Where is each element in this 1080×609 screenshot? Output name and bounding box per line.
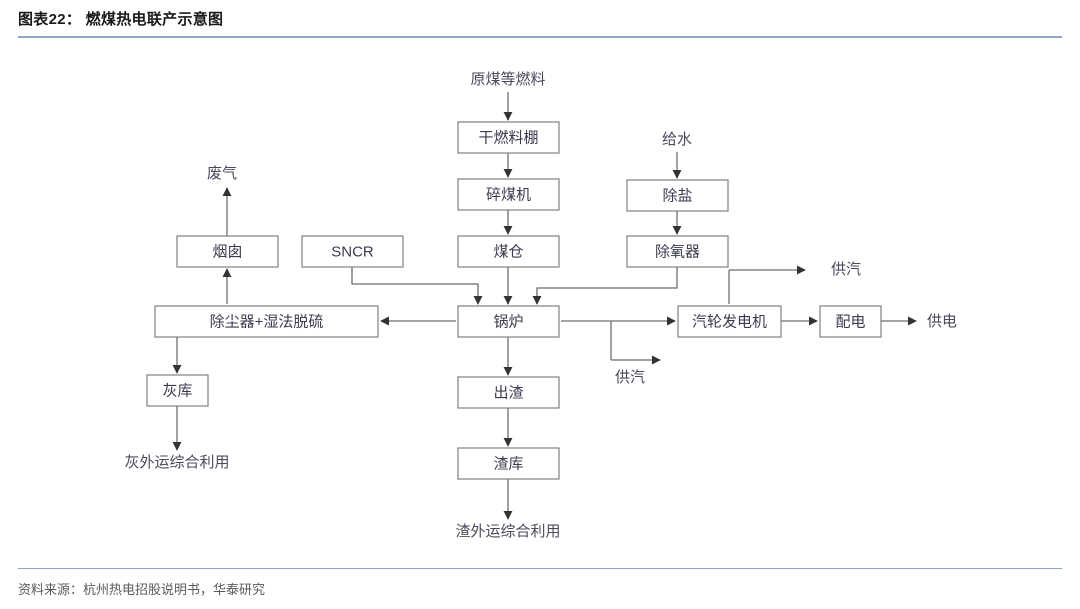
- node-slag-yard-label: 渣库: [493, 455, 523, 472]
- node-slag-transport-label: 渣外运综合利用: [455, 523, 560, 540]
- node-dry-fuel-shed-label: 干燃料棚: [478, 128, 538, 146]
- node-waste-gas-label: 废气: [207, 165, 237, 182]
- page-title: 图表22： 燃煤热电联产示意图: [18, 11, 224, 28]
- node-turbine-generator-label: 汽轮发电机: [692, 313, 767, 330]
- node-chimney-label: 烟囱: [212, 243, 242, 260]
- node-slag-yard[interactable]: 渣库: [457, 447, 560, 480]
- node-dust-desulfurization-label: 除尘器+湿法脱硫: [210, 313, 324, 330]
- node-coal-bunker[interactable]: 煤仓: [457, 235, 560, 268]
- node-boiler-label: 锅炉: [493, 313, 523, 330]
- node-coal-crusher[interactable]: 碎煤机: [457, 178, 560, 211]
- node-chimney[interactable]: 烟囱: [176, 235, 279, 268]
- flowchart-canvas: 原煤等燃料 渣外运综合利用 给水 供电 供汽 供汽 废气 灰外运综合利用 干燃料…: [0, 40, 1080, 565]
- node-sncr[interactable]: SNCR: [301, 235, 404, 268]
- node-deaerator[interactable]: 除氧器: [626, 235, 729, 268]
- node-desalination[interactable]: 除盐: [626, 179, 729, 212]
- node-coal-crusher-label: 碎煤机: [486, 186, 531, 203]
- edge-deaerator-boiler: [532, 267, 678, 305]
- connectors: [172, 92, 917, 520]
- node-ash-transport-label: 灰外运综合利用: [124, 454, 229, 471]
- flowchart-svg: 原煤等燃料 渣外运综合利用 给水 供电 供汽 供汽 废气 灰外运综合利用 干燃料…: [124, 70, 957, 540]
- node-raw-fuel-label: 原煤等燃料: [470, 70, 545, 88]
- node-steam-supply-upper-label: 供汽: [831, 261, 861, 278]
- node-boiler[interactable]: 锅炉: [457, 305, 560, 338]
- node-power-supply-label: 供电: [927, 313, 957, 330]
- node-distribution-label: 配电: [835, 313, 865, 330]
- node-feedwater-label: 给水: [662, 131, 692, 148]
- node-distribution[interactable]: 配电: [819, 305, 882, 338]
- node-turbine-generator[interactable]: 汽轮发电机: [677, 305, 782, 338]
- node-slag-out[interactable]: 出渣: [457, 376, 560, 409]
- node-sncr-label: SNCR: [331, 243, 374, 260]
- node-dry-fuel-shed[interactable]: 干燃料棚: [457, 121, 560, 154]
- node-ash-yard[interactable]: 灰库: [146, 374, 209, 407]
- node-deaerator-label: 除氧器: [655, 243, 700, 260]
- node-slag-out-label: 出渣: [493, 384, 523, 401]
- node-steam-supply-lower-label: 供汽: [615, 369, 645, 386]
- node-desalination-label: 除盐: [662, 187, 692, 204]
- edge-sncr-boiler: [351, 267, 483, 305]
- title-divider: [18, 36, 1062, 38]
- source-note: 资料来源：杭州热电招股说明书，华泰研究: [18, 582, 266, 597]
- node-ash-yard-label: 灰库: [162, 382, 192, 399]
- node-coal-bunker-label: 煤仓: [493, 243, 523, 260]
- node-dust-desulfurization[interactable]: 除尘器+湿法脱硫: [154, 305, 379, 338]
- source-divider: [18, 568, 1062, 569]
